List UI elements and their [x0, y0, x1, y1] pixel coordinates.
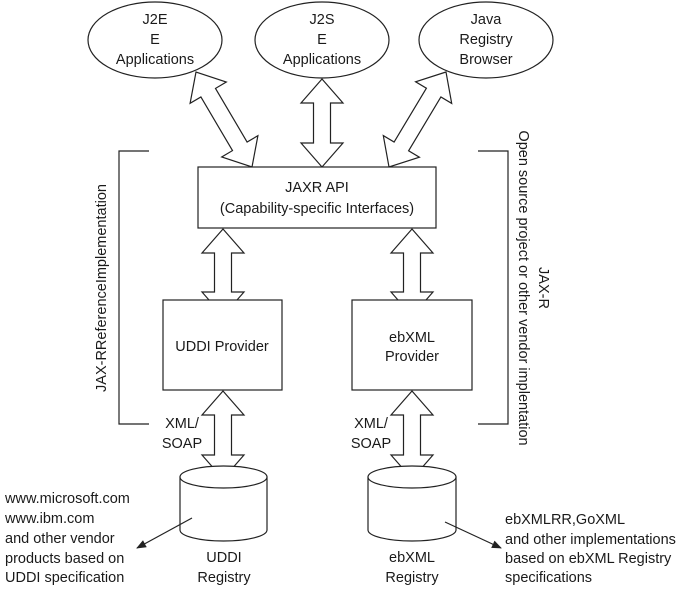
client-j2ee-line3: Applications — [116, 52, 194, 68]
uddi-registry: UDDI Registry — [179, 465, 268, 586]
uddi-note-line1: www.microsoft.com — [4, 491, 130, 507]
left-bracket-line — [118, 150, 149, 425]
ebxml-provider-box: ebXML Provider — [351, 299, 473, 391]
uddi-note-line2: www.ibm.com — [4, 511, 94, 527]
client-browser-line2: Registry — [459, 32, 513, 48]
uddi-implementations-note: www.microsoft.com www.ibm.com and other … — [4, 491, 130, 586]
uddi-note-line3: and other vendor — [5, 531, 115, 547]
client-j2se-line1: J2S — [310, 12, 335, 28]
right-bracket-label-inner: JAX-R — [535, 267, 551, 309]
uddi-note-line5: UDDI specification — [5, 570, 124, 586]
jaxr-api-rect — [197, 166, 437, 229]
ebxml-note-line2: and other implementations — [505, 532, 676, 548]
client-j2se-line2: E — [317, 32, 327, 48]
client-browser-line1: Java — [471, 12, 503, 28]
jaxr-api-subtitle: (Capability-specific Interfaces) — [220, 201, 414, 217]
connection-arrows — [189, 71, 453, 480]
uddi-registry-line2: Registry — [197, 570, 251, 586]
ebxml-registry: ebXML Registry — [367, 465, 457, 586]
ebxml-note-line3: based on ebXML Registry — [505, 551, 672, 567]
client-j2ee-line1: J2E — [143, 12, 168, 28]
ebxml-registry-top — [367, 465, 457, 489]
right-bracket-label-outer: Open source project or other vendor impl… — [515, 130, 531, 445]
client-j2se: J2S E Applications — [254, 1, 390, 79]
uddi-note-line4: products based on — [5, 551, 124, 567]
ebxml-registry-line1: ebXML — [389, 550, 435, 566]
left-bracket-label: JAX-RReferenceImplementation — [94, 184, 110, 392]
ebxml-provider-line1: ebXML — [389, 330, 435, 346]
ebxml-annotation-pointer-arrow — [444, 521, 502, 549]
browser-to-jaxr-double-arrow — [382, 71, 453, 168]
jaxr-api-title: JAXR API — [285, 180, 349, 196]
uddi-registry-top — [179, 465, 268, 489]
ebxml-registry-line2: Registry — [385, 570, 439, 586]
uddi-protocol-label: XML/ SOAP — [162, 416, 202, 452]
j2se-to-jaxr-double-arrow — [299, 78, 345, 168]
uddi-protocol-line1: XML/ — [165, 416, 200, 432]
client-j2ee: J2E E Applications — [87, 1, 223, 79]
ebxml-note-line1: ebXMLRR,GoXML — [505, 512, 625, 528]
uddi-registry-line1: UDDI — [206, 550, 241, 566]
client-j2ee-line2: E — [150, 32, 160, 48]
j2ee-to-jaxr-double-arrow — [189, 71, 259, 168]
ebxml-protocol-line1: XML/ — [354, 416, 389, 432]
client-j2ee-ellipse — [87, 1, 223, 79]
jaxr-api-box: JAXR API (Capability-specific Interfaces… — [197, 166, 437, 229]
uddi-annotation-pointer-arrow — [136, 517, 193, 549]
client-browser-line3: Browser — [459, 52, 512, 68]
left-bracket: JAX-RReferenceImplementation — [94, 150, 149, 425]
uddi-protocol-line2: SOAP — [162, 436, 202, 452]
client-j2se-line3: Applications — [283, 52, 361, 68]
right-bracket: Open source project or other vendor impl… — [478, 130, 551, 446]
ebxml-protocol-label: XML/ SOAP — [351, 416, 391, 452]
client-j2se-ellipse — [254, 1, 390, 79]
ebxml-registry-body — [367, 477, 457, 542]
ebxml-implementations-note: ebXMLRR,GoXML and other implementations … — [505, 512, 676, 586]
client-registry-browser: Java Registry Browser — [418, 1, 554, 79]
ebxml-provider-line2: Provider — [385, 349, 439, 365]
uddi-registry-body — [179, 477, 268, 542]
uddi-provider-rect — [162, 299, 283, 391]
ebxml-provider-rect — [351, 299, 473, 391]
uddi-provider-box: UDDI Provider — [162, 299, 283, 391]
ebxml-note-line4: specifications — [505, 570, 592, 586]
client-browser-ellipse — [418, 1, 554, 79]
right-bracket-line — [478, 150, 509, 425]
uddi-provider-label: UDDI Provider — [175, 339, 269, 355]
ebxml-protocol-line2: SOAP — [351, 436, 391, 452]
